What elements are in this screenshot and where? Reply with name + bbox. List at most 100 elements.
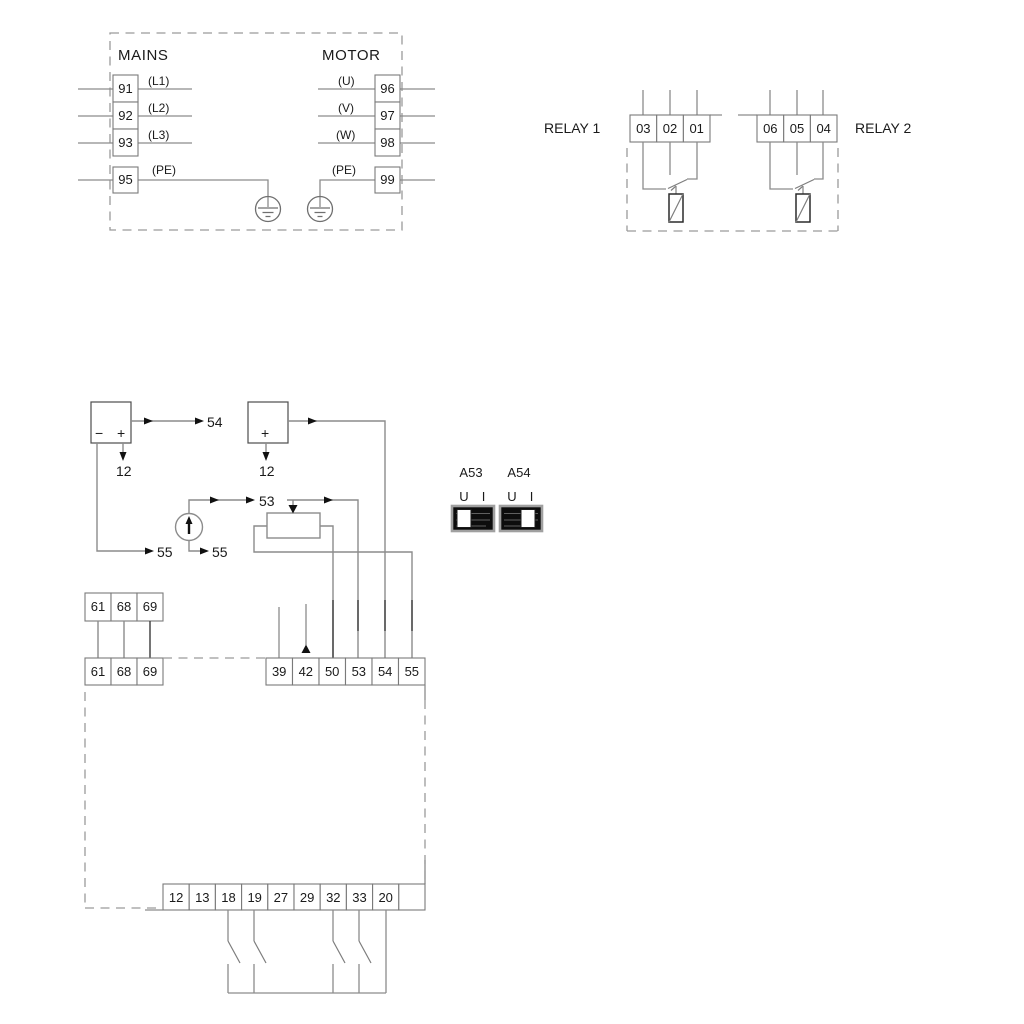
mains-wires: [78, 88, 269, 207]
terminal-label-27: 27: [274, 890, 288, 905]
terminal-label-53: 53: [352, 664, 366, 679]
wire-label-55a: 55: [157, 544, 173, 560]
analog-section: − + 54 12 55 + 12 53 55: [90, 401, 413, 658]
analog-terminal-strip: 39 42 50 53 54 55: [265, 657, 426, 686]
switch-a53-i-label: I: [482, 489, 486, 504]
terminal-cell-27: [267, 883, 295, 911]
relay1-terminal-strip: 03 02 01: [629, 114, 711, 143]
switch-a54-label: A54: [507, 465, 530, 480]
terminal-label-54: 54: [378, 664, 392, 679]
motor-terminals: 96 97 98 99 (U) (V) (W) (PE): [332, 74, 401, 194]
current-source-icon: [174, 512, 204, 542]
relay2-label: RELAY 2: [855, 120, 912, 136]
digital-terminal-strip: 12 13 18 19 27 29 32 33 20: [162, 883, 426, 911]
phase-label-V: (V): [338, 101, 354, 115]
terminal-cell-69-upper: [136, 592, 164, 622]
phase-label-W: (W): [336, 128, 355, 142]
phase-label-PE-mains: (PE): [152, 163, 176, 177]
current-source-top-wire: [188, 499, 249, 514]
terminal-cell-93: [112, 128, 139, 157]
digital-switch-contacts: [227, 910, 387, 994]
terminal-label-12: 12: [169, 890, 183, 905]
terminal-label-98: 98: [380, 135, 394, 150]
terminal-label-20: 20: [378, 890, 392, 905]
terminal-label-97: 97: [380, 108, 394, 123]
relay2-terminal-strip: 06 05 04: [756, 114, 838, 143]
wire-label-12a: 12: [116, 463, 132, 479]
terminal-label-02: 02: [663, 121, 677, 136]
lower-io-strip: 61 68 69: [84, 657, 164, 686]
source2-output-wire: [288, 420, 386, 658]
terminal-cell-92: [112, 101, 139, 130]
terminal-cell-06: [756, 114, 785, 143]
source1-minus-wire: [96, 443, 146, 552]
terminal-cell-05: [783, 114, 811, 143]
mains-terminals: 91 92 93 95 (L1) (L2) (L3) (PE): [112, 74, 176, 194]
switch-a53-label: A53: [459, 465, 482, 480]
terminal-label-69: 69: [143, 664, 157, 679]
dip-switch-group: A53 A54 U I U I: [450, 465, 544, 533]
terminal-label-92: 92: [118, 108, 132, 123]
source2-plus-sign: +: [261, 425, 269, 441]
terminal-label-03: 03: [636, 121, 650, 136]
terminal-label-99: 99: [380, 172, 394, 187]
terminal-label-19: 19: [247, 890, 261, 905]
terminal-label-32: 32: [326, 890, 340, 905]
dip-switch-a54[interactable]: [498, 504, 544, 533]
terminal-label-50: 50: [325, 664, 339, 679]
terminal-cell-68: [110, 657, 138, 686]
terminal-label-69-upper: 69: [143, 599, 157, 614]
ground-icon-mains: [254, 195, 282, 223]
relay-top-wires: [642, 90, 824, 115]
terminal-cell-97: [374, 101, 401, 130]
terminal-label-68-upper: 68: [117, 599, 131, 614]
wire-dark-segments: [332, 600, 413, 658]
source1-minus-sign: −: [95, 425, 103, 441]
switch-a54-u-label: U: [507, 489, 516, 504]
motor-title: MOTOR: [322, 47, 381, 64]
mains-motor-block: MAINS MOTOR 91 92 93 95 (L1) (L2) (L3): [78, 32, 435, 231]
terminal-label-91: 91: [118, 81, 132, 96]
a53-slider-knob[interactable]: [456, 509, 472, 528]
terminal-cell-96: [374, 74, 401, 103]
terminal-cell-32: [319, 883, 347, 911]
terminal-label-04: 04: [816, 121, 830, 136]
voltage-source-2: [247, 401, 289, 444]
relay2-contact-and-coil: [769, 142, 824, 223]
terminal-cell-95: [112, 166, 139, 194]
ground-icon-motor: [306, 195, 334, 223]
terminal-label-55: 55: [405, 664, 419, 679]
a54-slider-knob[interactable]: [520, 509, 536, 528]
terminal-cell-98: [374, 128, 401, 157]
terminal-label-06: 06: [763, 121, 777, 136]
terminal-cell-39: [265, 657, 294, 686]
terminal-cell-12: [162, 883, 190, 911]
terminal-label-96: 96: [380, 81, 394, 96]
digital-input-section: 12 13 18 19 27 29 32 33 20: [145, 883, 426, 994]
terminal-label-29: 29: [300, 890, 314, 905]
relay1-contact-and-coil: [642, 142, 698, 223]
terminal-cell-55: [397, 657, 426, 686]
dip-switch-a53[interactable]: [450, 504, 496, 533]
switch-a53-u-label: U: [459, 489, 468, 504]
terminal-label-68: 68: [117, 664, 131, 679]
terminal-cell-13: [188, 883, 216, 911]
terminal-label-13: 13: [195, 890, 209, 905]
relay-block: RELAY 1 RELAY 2 03 02 01 06 05 04: [544, 90, 912, 232]
wire-label-12b: 12: [259, 463, 275, 479]
io-connector-wires: [97, 621, 125, 658]
terminal-label-01: 01: [689, 121, 703, 136]
terminal-label-93: 93: [118, 135, 132, 150]
wire-label-54: 54: [207, 414, 223, 430]
phase-label-PE-motor: (PE): [332, 163, 356, 177]
wire-label-53: 53: [259, 493, 275, 509]
enclosure-dashed-border: [109, 32, 403, 231]
current-source-bottom-wire: [188, 540, 200, 552]
relay1-label: RELAY 1: [544, 120, 601, 136]
motor-wires: [318, 88, 435, 207]
phase-label-L1: (L1): [148, 74, 169, 88]
switch-a54-i-label: I: [530, 489, 534, 504]
terminal-label-05: 05: [790, 121, 804, 136]
